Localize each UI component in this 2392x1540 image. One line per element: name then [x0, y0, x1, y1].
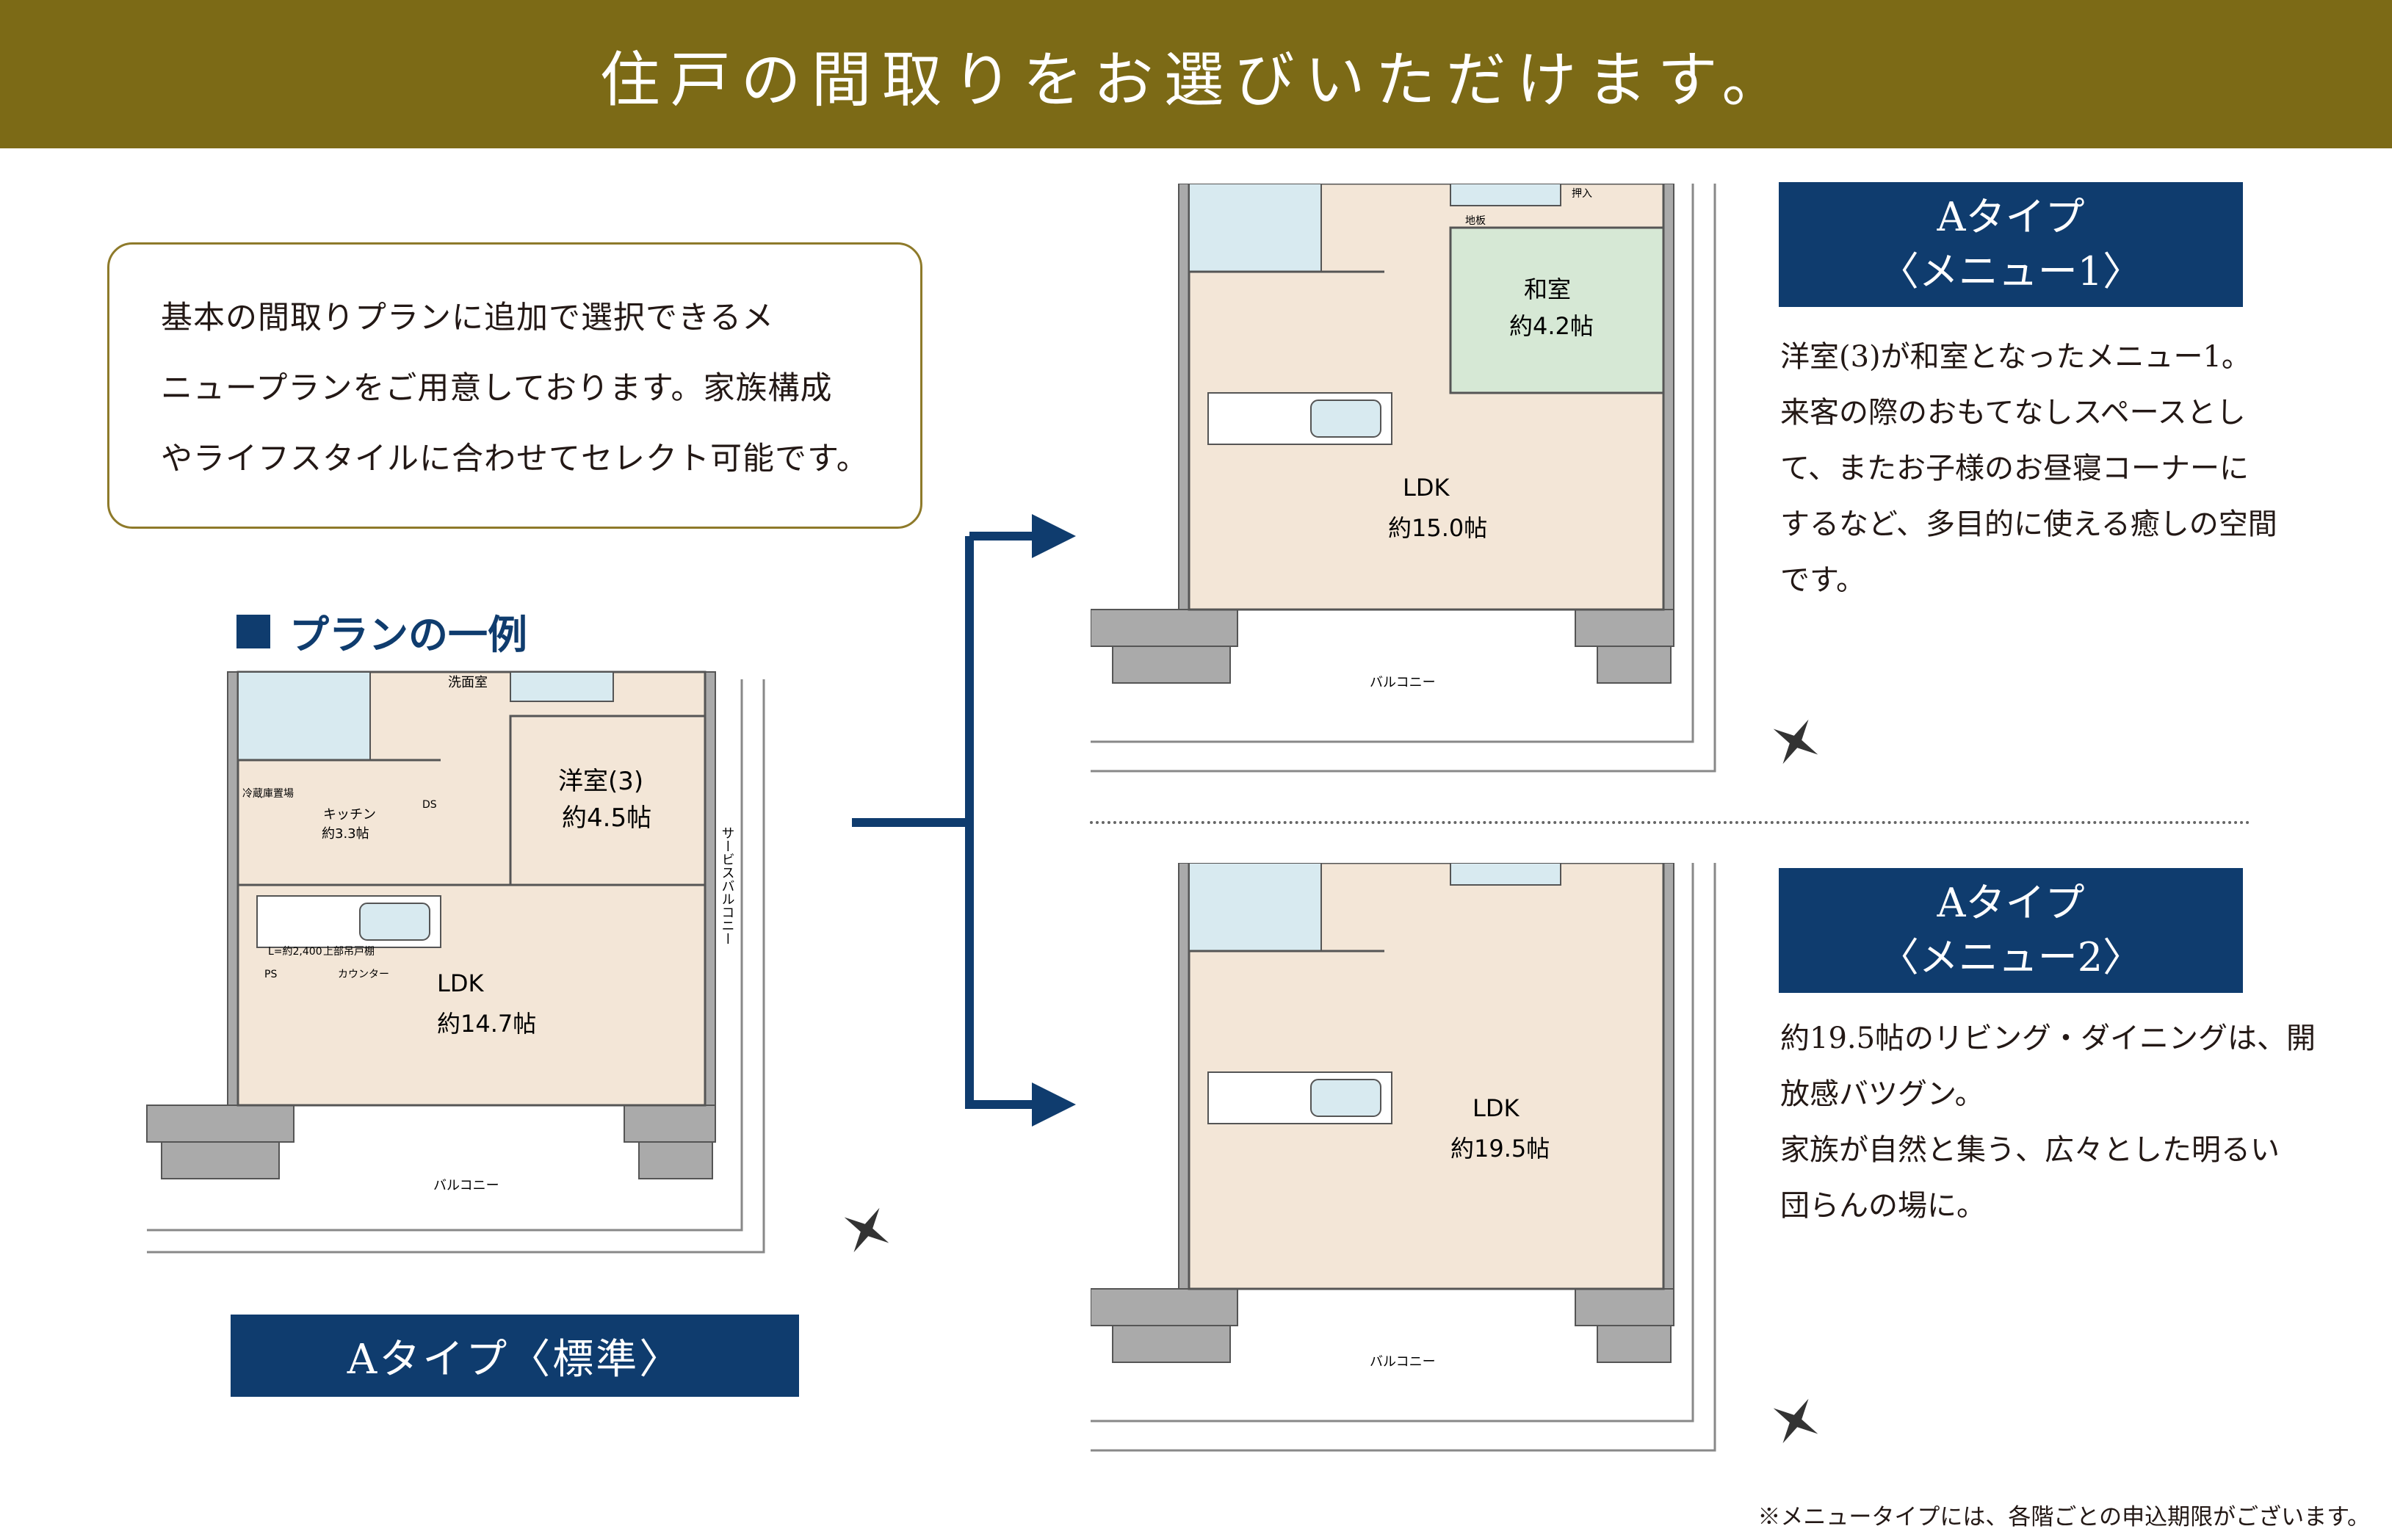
balcony-label: バルコニー — [1370, 675, 1436, 690]
intro-line: ニュープランをご用意しております。家族構成 — [161, 370, 833, 407]
section-heading: プランの一例 — [236, 602, 527, 660]
divider — [1090, 821, 2250, 824]
floorplan-standard: 洗面室 冷蔵庫置場 キッチン 約3.3帖 洋室(3) 約4.5帖 LDK 約14… — [140, 665, 837, 1270]
ldk-label: LDK — [437, 969, 484, 997]
floorplan-menu2: LDK 約19.5帖 バルコニー — [1090, 861, 1752, 1468]
branch-arrows — [852, 507, 1087, 1156]
desc-line: 放感バツグン。 — [1780, 1077, 1984, 1111]
desc-line: て、またお子様のお昼寝コーナーに — [1780, 452, 2249, 485]
desc-line: 来客の際のおもてなしスペースとし — [1780, 396, 2246, 430]
badge-standard: Aタイプ〈標準〉 — [231, 1315, 799, 1397]
menu1-description: 洋室(3)が和室となったメニュー1。 来客の際のおもてなしスペースとし て、また… — [1780, 329, 2338, 608]
ldk-area: 約15.0帖 — [1388, 514, 1487, 542]
washroom-label: 洗面室 — [448, 675, 488, 690]
menu2-description: 約19.5帖のリビング・ダイニングは、開 放感バツグン。 家族が自然と集う、広々… — [1780, 1011, 2338, 1234]
badge-menu1-line2: 〈メニュー1〉 — [1879, 248, 2143, 294]
badge-menu2-line1: Aタイプ — [1937, 880, 2085, 926]
compass-icon — [1770, 716, 1821, 767]
desc-line: 団らんの場に。 — [1780, 1189, 1986, 1223]
ds-label: DS — [422, 799, 437, 811]
floorplan-menu1: 地板 押入 和室 約4.2帖 LDK 約15.0帖 バルコニー — [1090, 182, 1752, 789]
counter-length: L=約2,400 — [268, 946, 322, 958]
kitchen-label: キッチン — [323, 807, 376, 823]
ldk-label: LDK — [1403, 474, 1450, 502]
compass-icon — [1770, 1395, 1821, 1447]
ldk-area: 約19.5帖 — [1450, 1135, 1550, 1163]
fridge-label: 冷蔵庫置場 — [242, 787, 294, 800]
intro-box: 基本の間取りプランに追加で選択できるメ ニュープランをご用意しております。家族構… — [107, 242, 922, 529]
intro-text: 基本の間取りプランに追加で選択できるメ ニュープランをご用意しております。家族構… — [161, 283, 869, 494]
counter-label: カウンター — [338, 969, 389, 980]
kitchen-area: 約3.3帖 — [322, 826, 369, 842]
western-room-label: 洋室(3) — [558, 767, 643, 796]
badge-menu2-line2: 〈メニュー2〉 — [1879, 934, 2143, 980]
badge-menu1-line1: Aタイプ — [1937, 194, 2085, 240]
intro-line: やライフスタイルに合わせてセレクト可能です。 — [161, 441, 869, 477]
desc-line: 約19.5帖のリビング・ダイニングは、開 — [1780, 1022, 2316, 1055]
upper-cabinet-label: 上部吊戸棚 — [323, 946, 375, 958]
compass-icon — [841, 1204, 892, 1256]
ldk-area: 約14.7帖 — [437, 1010, 536, 1038]
balcony-label: バルコニー — [433, 1178, 499, 1193]
badge-menu2: Aタイプ 〈メニュー2〉 — [1779, 868, 2243, 993]
intro-line: 基本の間取りプランに追加で選択できるメ — [161, 300, 775, 336]
ps-label: PS — [264, 969, 277, 980]
desc-line: するなど、多目的に使える癒しの空間 — [1780, 507, 2277, 541]
square-bullet-icon — [236, 614, 270, 648]
balcony-label: バルコニー — [1370, 1354, 1436, 1370]
japanese-room-area: 約4.2帖 — [1509, 312, 1594, 340]
jiita-label: 地板 — [1465, 215, 1486, 227]
ldk-label: LDK — [1473, 1094, 1520, 1122]
desc-line: 家族が自然と集う、広々とした明るい — [1780, 1133, 2280, 1167]
desc-line: 洋室(3)が和室となったメニュー1。 — [1780, 340, 2251, 374]
japanese-room-label: 和室 — [1524, 275, 1571, 303]
western-room-area: 約4.5帖 — [562, 803, 651, 833]
section-label: プランの一例 — [289, 611, 527, 658]
footnote: ※メニュータイプには、各階ごとの申込期限がございます。 — [1757, 1504, 2370, 1530]
service-balcony-label: サービスバルコニー — [720, 826, 735, 945]
header-bar: 住戸の間取りをお選びいただけます。 — [0, 0, 2392, 148]
oshiire-label: 押入 — [1572, 188, 1592, 200]
badge-menu1: Aタイプ 〈メニュー1〉 — [1779, 182, 2243, 307]
desc-line: です。 — [1780, 563, 1865, 597]
page-title: 住戸の間取りをお選びいただけます。 — [599, 45, 1793, 115]
